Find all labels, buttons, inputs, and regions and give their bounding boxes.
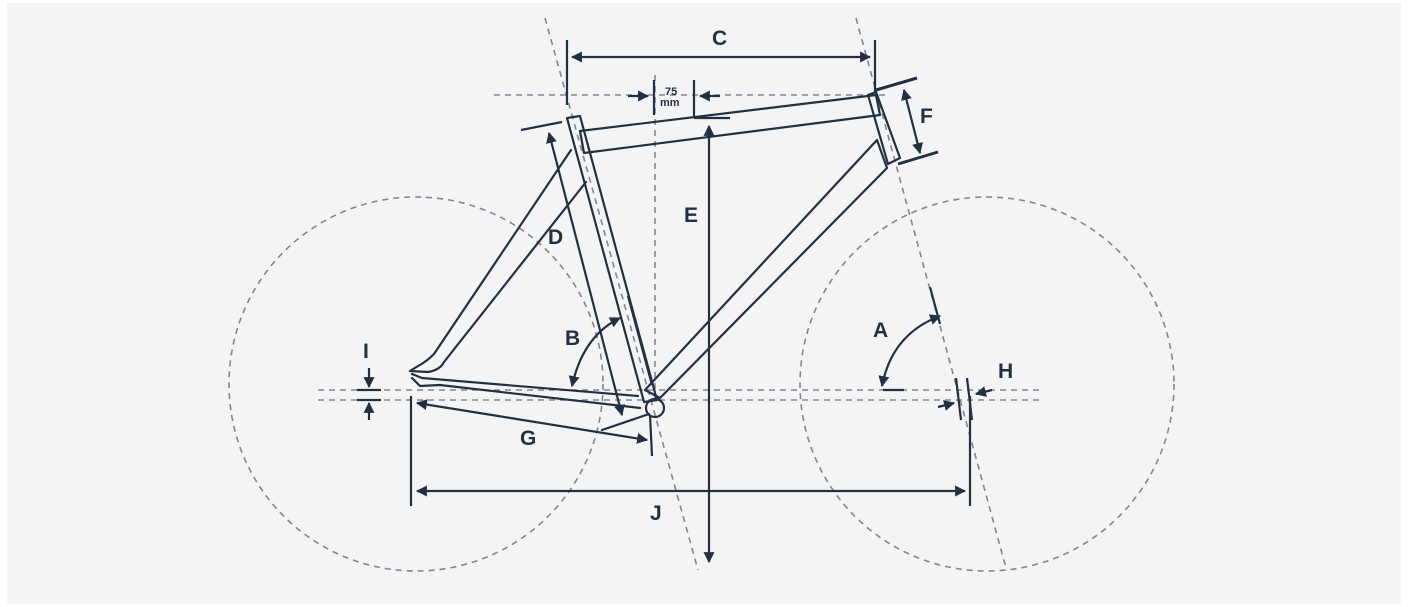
label-d: D	[548, 226, 563, 249]
label-f: F	[920, 105, 933, 128]
label-a: A	[873, 319, 888, 342]
dim-a-arc	[878, 314, 942, 388]
head-tube	[866, 90, 902, 166]
label-i: I	[363, 340, 369, 363]
seat-tube-side-mark	[626, 295, 654, 386]
label-j: J	[650, 502, 662, 525]
dim-f-tick-bottom	[897, 150, 939, 166]
dim-h-arrow-left	[937, 400, 956, 411]
label-c: C	[712, 27, 727, 50]
offset-value: 75	[665, 86, 677, 98]
dim-g-arrow	[415, 399, 649, 444]
steering-axis-line	[855, 17, 1007, 569]
dim-h-tick-1	[954, 377, 963, 421]
dim-g-tick-front	[648, 414, 654, 457]
dimension-lines	[357, 40, 993, 564]
wheels	[228, 196, 1175, 572]
chain-stay	[410, 372, 642, 410]
dim-f-arrow	[901, 88, 923, 155]
dim-a-axis-tick	[928, 286, 942, 325]
top-tube	[578, 93, 882, 155]
guide-lines	[318, 17, 1044, 571]
dim-b-arc	[568, 317, 621, 388]
dim-f-tick-top	[875, 76, 918, 92]
front-wheel	[799, 196, 1175, 572]
seat-stay	[408, 148, 588, 374]
crank-line	[600, 412, 651, 432]
offset-unit: mm	[660, 97, 680, 109]
dim-d-tick-top	[520, 120, 563, 132]
label-e: E	[684, 204, 698, 227]
label-g: G	[520, 427, 536, 450]
label-h: H	[998, 360, 1013, 383]
down-tube	[643, 138, 889, 400]
rear-wheel	[228, 196, 604, 572]
dim-d-arrow	[546, 131, 625, 417]
dim-h-arrow-right	[974, 386, 993, 397]
label-b: B	[565, 327, 580, 350]
